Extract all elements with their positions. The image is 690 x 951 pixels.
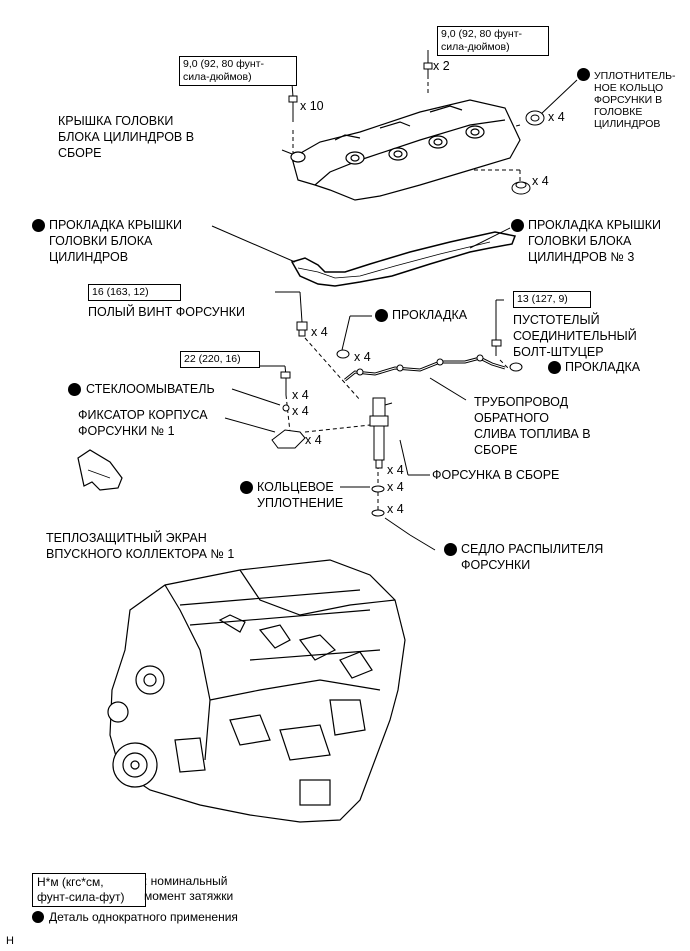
valve-cover-drawing	[290, 99, 521, 201]
bolt-22-icon	[280, 371, 291, 412]
single-use-dot	[68, 383, 81, 396]
label-hollow-screw: ПОЛЫЙ ВИНТ ФОРСУНКИ	[88, 305, 246, 319]
label-return-pipe: ТРУБОПРОВОД ОБРАТНОГО СЛИВА ТОПЛИВА В СБ…	[474, 395, 591, 457]
leader-injector-seal	[539, 79, 578, 116]
qty-clamp: x 4	[305, 433, 322, 447]
torque-spec-cover-nuts: 9,0 (92, 80 фунт- сила-дюймов)	[437, 26, 549, 56]
qty-nozzle-seat: x 4	[387, 502, 404, 516]
label-gasket-2: ПРОКЛАДКА	[565, 360, 641, 374]
label-washer: СТЕКЛООМЫВАТЕЛЬ	[86, 382, 215, 396]
leader-clamp	[224, 417, 276, 433]
label-cover-gasket: ПРОКЛАДКА КРЫШКИ ГОЛОВКИ БЛОКА ЦИЛИНДРОВ	[49, 218, 182, 264]
label-union-bolt: ПУСТОТЕЛЫЙ СОЕДИНИТЕЛЬНЫЙ БОЛТ-ШТУЦЕР	[513, 313, 637, 359]
qty-x2: x 2	[433, 59, 450, 73]
torque-spec-clamp-bolt: 22 (220, 16)	[180, 351, 260, 368]
single-use-dot	[32, 219, 45, 232]
torque-spec-union-bolt: 13 (127, 9)	[513, 291, 591, 308]
qty-x10: x 10	[300, 99, 324, 113]
label-injector: ФОРСУНКА В СБОРЕ	[432, 468, 560, 482]
torque-spec-cover-bolts: 9,0 (92, 80 фунт- сила-дюймов)	[179, 56, 297, 86]
leader-return-pipe	[429, 377, 467, 401]
qty-bolt22: x 4	[292, 388, 309, 402]
single-use-dot	[240, 481, 253, 494]
label-valve-cover: КРЫШКА ГОЛОВКИ БЛОКА ЦИЛИНДРОВ В СБОРЕ	[58, 114, 195, 160]
legend-single-use-dot	[32, 911, 44, 923]
injector-drawing	[369, 397, 393, 469]
gasket-1-icon	[336, 349, 350, 359]
legend-single-use: Деталь однократного применения	[49, 910, 238, 924]
single-use-dot	[577, 68, 590, 81]
leader-washer	[231, 388, 281, 406]
label-cover-gasket-3: ПРОКЛАДКА КРЫШКИ ГОЛОВКИ БЛОКА ЦИЛИНДРОВ…	[528, 218, 661, 264]
label-o-ring: КОЛЬЦЕВОЕ УПЛОТНЕНИЕ	[257, 480, 344, 510]
leader-cover-gasket-3	[469, 227, 511, 249]
single-use-dot	[548, 361, 561, 374]
label-nozzle-seat: СЕДЛО РАСПЫЛИТЕЛЯ ФОРСУНКИ	[461, 542, 604, 572]
cover-gasket-drawing	[290, 231, 517, 287]
gasket-3-icon	[511, 181, 531, 195]
injector-clamp-drawing	[271, 429, 306, 449]
label-gasket-1: ПРОКЛАДКА	[392, 308, 468, 322]
label-injector-seal: УПЛОТНИТЕЛЬ- НОЕ КОЛЬЦО ФОРСУНКИ В ГОЛОВ…	[594, 70, 676, 130]
leader-hollow-screw	[299, 291, 303, 323]
legend-torque-desc: : номинальный момент затяжки	[144, 874, 234, 903]
cover-bolt-icon	[288, 62, 433, 122]
label-heat-shield: ТЕПЛОЗАЩИТНЫЙ ЭКРАН ВПУСКНОГО КОЛЛЕКТОРА…	[46, 531, 235, 561]
qty-hollow-screw: x 4	[311, 325, 328, 339]
qty-gasket3: x 4	[532, 174, 549, 188]
engine-drawing	[107, 559, 406, 823]
nozzle-seat-icon	[371, 509, 385, 517]
o-ring-icon	[371, 485, 385, 493]
leader-gasket-1	[341, 315, 351, 351]
leader-injector	[399, 439, 409, 476]
heat-shield-drawing	[77, 449, 123, 491]
legend-torque-box: Н*м (кгс*см, фунт-сила-фут)	[32, 873, 146, 907]
gasket-2-icon	[509, 362, 523, 372]
qty-seal: x 4	[548, 110, 565, 124]
single-use-dot	[444, 543, 457, 556]
single-use-dot	[511, 219, 524, 232]
label-clamp: ФИКСАТОР КОРПУСА ФОРСУНКИ № 1	[78, 408, 208, 438]
qty-o-ring: x 4	[387, 480, 404, 494]
hollow-screw-icon	[296, 321, 308, 337]
corner-letter: H	[6, 935, 14, 947]
leader-cover-gasket	[211, 225, 296, 263]
qty-injector: x 4	[387, 463, 404, 477]
qty-washer: x 4	[292, 404, 309, 418]
leader-nozzle-seat	[384, 517, 411, 536]
single-use-dot	[375, 309, 388, 322]
qty-gasket1: x 4	[354, 350, 371, 364]
union-bolt-icon	[491, 339, 502, 356]
torque-spec-hollow-screw: 16 (163, 12)	[88, 284, 181, 301]
injector-seal-icon	[525, 110, 545, 126]
